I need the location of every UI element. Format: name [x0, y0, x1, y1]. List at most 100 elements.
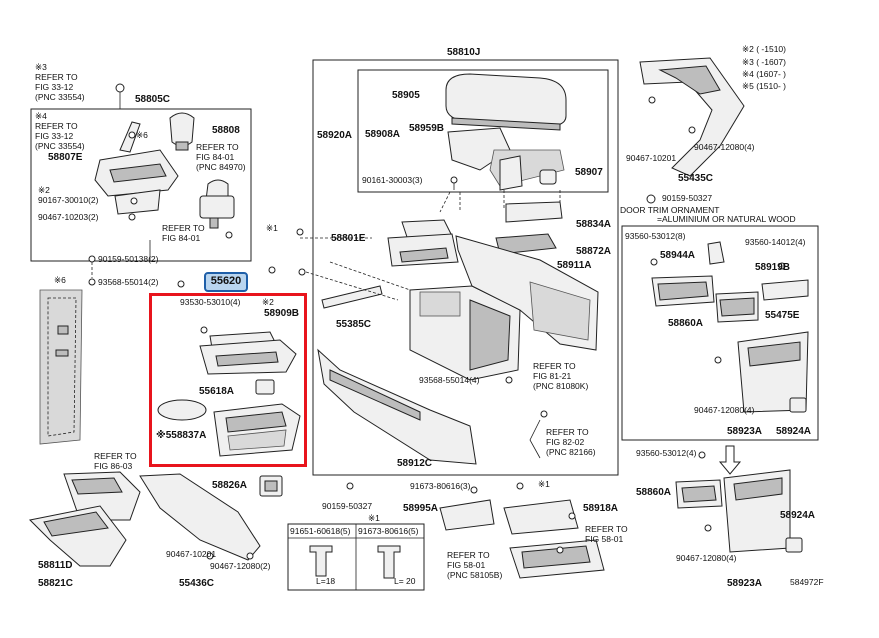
- bottom-note1-mark: ※1: [538, 479, 550, 489]
- part-58920A[interactable]: 58920A: [317, 130, 353, 141]
- refer-8202-line2: FIG 82-02: [546, 437, 585, 447]
- part-58911A[interactable]: 58911A: [557, 260, 592, 271]
- refer-3312b-line1: REFER TO: [35, 121, 78, 131]
- part-55618A[interactable]: 55618A: [199, 386, 235, 397]
- refer-3312-line2: FIG 33-12: [35, 82, 74, 92]
- part-58860A[interactable]: 58860A: [668, 318, 704, 329]
- refer-8121-line3: (PNC 81080K): [533, 381, 589, 391]
- part-90467-10201-bottom[interactable]: 90467-10201: [166, 549, 217, 559]
- part-55436C[interactable]: 55436C: [179, 578, 215, 589]
- refer-8401b-line2: FIG 84-01: [162, 233, 201, 243]
- note3-mark: ※3: [35, 62, 47, 72]
- part-90467-10203[interactable]: 90467-10203(2): [38, 212, 99, 222]
- part-90159-50327-bottom[interactable]: 90159-50327: [322, 501, 373, 511]
- legend-note3: ※3 ( -1607): [742, 57, 786, 67]
- part-58821C[interactable]: 58821C: [38, 578, 74, 589]
- group-box-58860A: [621, 225, 819, 441]
- legend-note4: ※4 (1607- ): [742, 69, 786, 79]
- refer-8401a-line1: REFER TO: [196, 142, 239, 152]
- part-55385C[interactable]: 55385C: [336, 319, 372, 330]
- part-93530-53010[interactable]: 93530-53010(4): [180, 297, 241, 307]
- note6-panel-mark: ※6: [54, 275, 66, 285]
- part-58909B[interactable]: 58909B: [264, 308, 300, 319]
- part-58944A[interactable]: 58944A: [660, 250, 696, 261]
- part-58905[interactable]: 58905: [392, 90, 420, 101]
- part-58918A[interactable]: 58918A: [583, 503, 619, 514]
- refer-8202-line3: (PNC 82166): [546, 447, 596, 457]
- shift-lever-graphic: [94, 121, 179, 215]
- part-58810J[interactable]: 58810J: [447, 47, 481, 58]
- part-58811D[interactable]: 58811D: [38, 560, 73, 571]
- refer-3312-line3: (PNC 33554): [35, 92, 85, 102]
- part-58805C[interactable]: 58805C: [135, 94, 171, 105]
- part-58924A-lower[interactable]: 58924A: [780, 510, 816, 521]
- part-58826A[interactable]: 58826A: [212, 480, 248, 491]
- part-93568-55014-4[interactable]: 93568-55014(4): [419, 375, 480, 385]
- part-58959B[interactable]: 58959B: [409, 123, 445, 134]
- part-58808[interactable]: 58808: [212, 125, 240, 136]
- part-58923A[interactable]: 58923A: [727, 426, 763, 437]
- refer-8401a-line2: FIG 84-01: [196, 152, 235, 162]
- part-93560-14012[interactable]: 93560-14012(4): [745, 237, 806, 247]
- part-93560-53012-4[interactable]: 93560-53012(4): [636, 448, 697, 458]
- part-55475E[interactable]: 55475E: [765, 310, 800, 321]
- part-90467-12080-2[interactable]: 90467-12080(2): [210, 561, 271, 571]
- group-box-58810J: [312, 59, 619, 476]
- refer-8121-line1: REFER TO: [533, 361, 576, 371]
- part-91673-80616-3[interactable]: 91673-80616(3): [410, 481, 471, 491]
- part-58923A-lower[interactable]: 58923A: [727, 578, 763, 589]
- part-58908A[interactable]: 58908A: [365, 129, 401, 140]
- refer-8603-line1: REFER TO: [94, 451, 137, 461]
- note1-mark: ※1: [266, 223, 278, 233]
- part-58834A[interactable]: 58834A: [576, 219, 612, 230]
- refer-8202-line1: REFER TO: [546, 427, 589, 437]
- part-58872A[interactable]: 58872A: [576, 246, 612, 257]
- part-58807E[interactable]: 58807E: [48, 152, 83, 163]
- accessory-tray-graphic: [157, 326, 301, 457]
- part-58924A[interactable]: 58924A: [776, 426, 812, 437]
- bolt-91651-60618[interactable]: 91651-60618(5): [290, 526, 351, 536]
- part-90467-12080-4-lower[interactable]: 90467-12080(4): [676, 553, 737, 563]
- bolt-91673-80616[interactable]: 91673-80616(5): [358, 526, 419, 536]
- part-58995A[interactable]: 58995A: [403, 503, 439, 514]
- part-93560-53012-8[interactable]: 93560-53012(8): [625, 231, 686, 241]
- part-90159-50327-top[interactable]: 90159-50327: [662, 193, 713, 203]
- highlighted-part-55620[interactable]: 55620: [204, 272, 248, 292]
- diagram-code: 584972F: [790, 577, 824, 587]
- part-55435C[interactable]: 55435C: [678, 173, 714, 184]
- part-90159-50138[interactable]: 90159-50138(2): [98, 254, 159, 264]
- part-93568-55014-2[interactable]: 93568-55014(2): [98, 277, 159, 287]
- bolt-table-graphic: [287, 523, 425, 591]
- bracket-58995A-graphic: [439, 499, 495, 531]
- bolt-length-1: L=18: [316, 576, 336, 586]
- refer-3312b-line2: FIG 33-12: [35, 131, 74, 141]
- console-body-graphic: [409, 235, 599, 381]
- refer-5801a-line1: REFER TO: [585, 524, 628, 534]
- part-90167-30010[interactable]: 90167-30010(2): [38, 195, 99, 205]
- part-90467-12080-4-top[interactable]: 90467-12080(4): [694, 142, 755, 152]
- part-58860A-lower[interactable]: 58860A: [636, 487, 672, 498]
- shift-knob-graphic: [169, 112, 195, 151]
- refer-5801b-line2: FIG 58-01: [447, 560, 486, 570]
- refer-8401a-line3: (PNC 84970): [196, 162, 246, 172]
- note6-mark: ※6: [136, 130, 148, 140]
- part-58907[interactable]: 58907: [575, 167, 603, 178]
- part-90467-12080-right[interactable]: 90467-12080(4): [694, 405, 755, 415]
- part-90467-10201-top[interactable]: 90467-10201: [626, 153, 677, 163]
- part-90161-30003[interactable]: 90161-30003(3): [362, 175, 423, 185]
- part-58919B[interactable]: 58919B: [755, 262, 791, 273]
- note2-mark: ※2: [38, 185, 50, 195]
- bolt-length-2: L= 20: [394, 576, 416, 586]
- refer-5801b-line3: (PNC 58105B): [447, 570, 503, 580]
- part-58801E[interactable]: 58801E: [331, 233, 366, 244]
- part-58837A[interactable]: ※558837A: [156, 430, 207, 441]
- legend-note5: ※5 (1510- ): [742, 81, 786, 91]
- refer-8401b-line1: REFER TO: [162, 223, 205, 233]
- shifter-module-graphic: [199, 179, 235, 229]
- refer-5801b-line1: REFER TO: [447, 550, 490, 560]
- arrow-down-icon: [718, 445, 742, 475]
- part-58912C[interactable]: 58912C: [397, 458, 433, 469]
- legend-note2: ※2 ( -1510): [742, 44, 786, 54]
